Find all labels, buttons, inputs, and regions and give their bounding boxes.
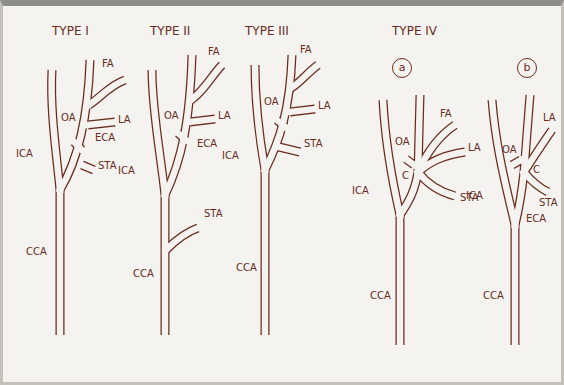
variant-letter: b xyxy=(524,62,531,74)
vessel-label: ICA xyxy=(466,190,483,202)
vessel-label: CCA xyxy=(26,246,47,258)
vessel-label: ECA xyxy=(95,132,115,144)
vessel-label: LA xyxy=(118,114,131,126)
vessel-label: FA xyxy=(102,58,114,70)
vessel-label: CCA xyxy=(133,268,154,280)
vessel-label: ICA xyxy=(118,165,135,177)
vessel-label: FA xyxy=(440,108,452,120)
vessel-label: LA xyxy=(318,100,331,112)
vessel-label: ECA xyxy=(197,138,217,150)
vessel-label: ICA xyxy=(16,148,33,160)
vessel-label: STA xyxy=(204,208,223,220)
vessel-label: STA xyxy=(98,160,117,172)
vessel-lumen xyxy=(52,55,552,345)
vessel-label: C xyxy=(533,164,540,176)
type-heading: TYPE III xyxy=(245,24,289,38)
vessel-label: OA xyxy=(264,96,279,108)
vessel-label: ICA xyxy=(352,185,369,197)
type-heading: TYPE I xyxy=(52,24,89,38)
vessel-label: CCA xyxy=(370,290,391,302)
vessel-label: ICA xyxy=(222,150,239,162)
vessel-outline xyxy=(52,55,552,345)
variant-letter: a xyxy=(399,62,406,74)
variant-circle: b xyxy=(517,58,537,78)
type-heading: TYPE II xyxy=(150,24,190,38)
vessel-label: ECA xyxy=(526,213,546,225)
vessel-label: FA xyxy=(300,44,312,56)
vessel-label: OA xyxy=(395,136,410,148)
vessel-label: C xyxy=(402,170,409,182)
vessel-label: OA xyxy=(164,110,179,122)
vessel-label: LA xyxy=(543,112,556,124)
variant-circle: a xyxy=(392,58,412,78)
vessel-label: OA xyxy=(61,112,76,124)
vessel-label: STA xyxy=(304,138,323,150)
vessel-label: OA xyxy=(502,144,517,156)
vessel-label: FA xyxy=(208,46,220,58)
vessel-label: CCA xyxy=(236,262,257,274)
vessel-label: LA xyxy=(468,142,481,154)
vessel-label: CCA xyxy=(483,290,504,302)
vessel-label: STA xyxy=(539,197,558,209)
vessel-label: LA xyxy=(218,110,231,122)
type-heading: TYPE IV xyxy=(392,24,437,38)
